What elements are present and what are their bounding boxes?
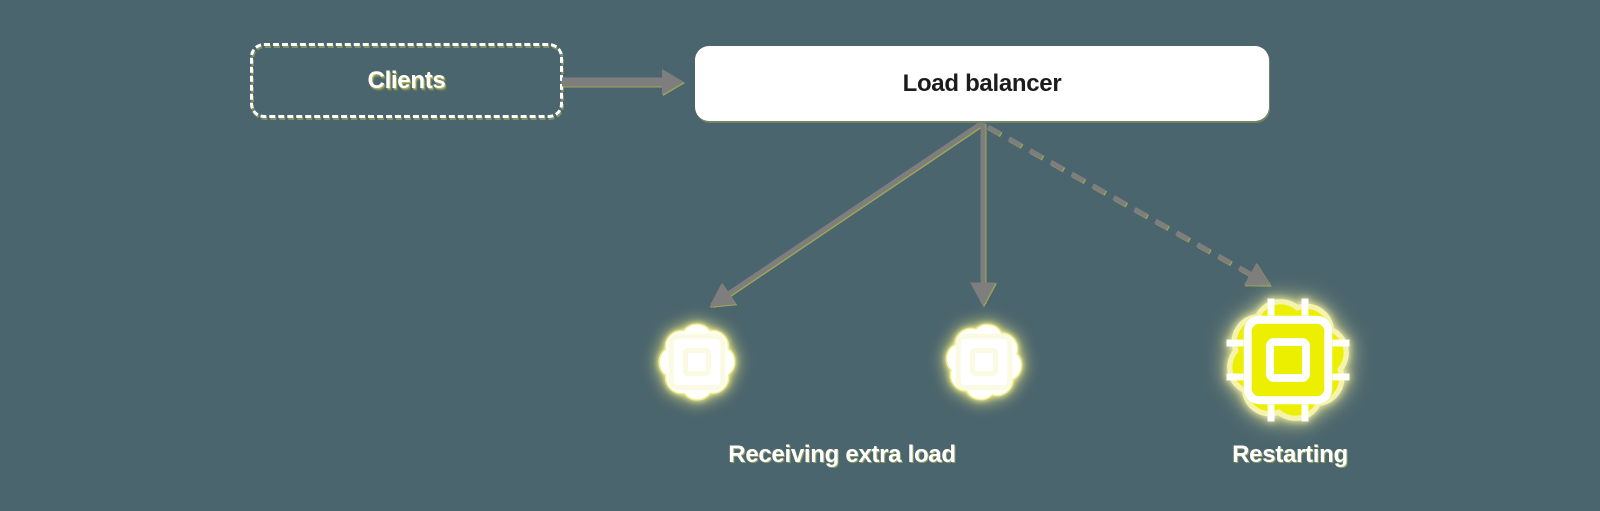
caption-restarting: Restarting — [1232, 441, 1348, 468]
load-balancer-fanout-arrows — [709, 120, 1271, 308]
arrow-clients-to-load-balancer-icon — [562, 69, 684, 95]
clients-label: Clients — [367, 66, 446, 94]
server2-cpu-icon — [945, 323, 1023, 401]
caption-receiving-extra-load: Receiving extra load — [728, 441, 956, 468]
load-balancer-box: Load balancer — [695, 46, 1269, 121]
arrow-lb-to-server1 — [709, 120, 984, 308]
load-balancer-label: Load balancer — [902, 69, 1062, 97]
clients-box: Clients — [250, 43, 563, 118]
server3-cpu-icon-restarting — [1226, 298, 1350, 422]
arrow-lb-to-server3-dashed — [986, 124, 1271, 287]
server1-cpu-icon — [658, 323, 736, 401]
